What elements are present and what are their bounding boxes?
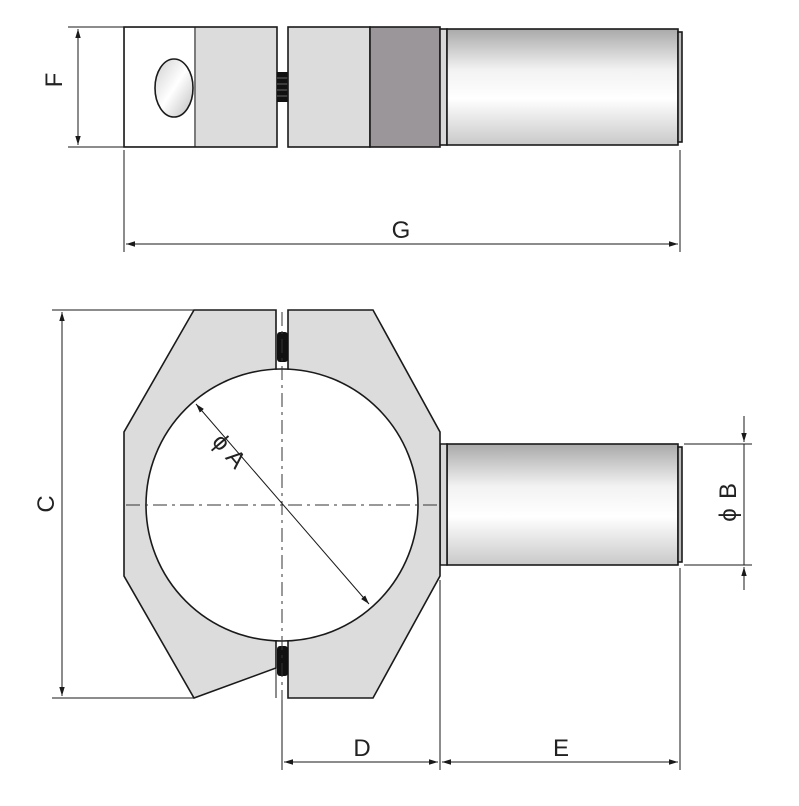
dimension-d: D bbox=[281, 580, 441, 770]
dimension-label-b-symbol: ϕ bbox=[715, 508, 742, 521]
dimension-g: G bbox=[123, 150, 681, 252]
dimension-label-e: E bbox=[553, 735, 569, 762]
front-view bbox=[123, 309, 683, 700]
top-clamp-screw bbox=[277, 72, 288, 102]
top-clamp-half-right bbox=[287, 26, 371, 148]
top-collar-band bbox=[369, 26, 441, 148]
top-bore-hole bbox=[154, 58, 194, 118]
dimension-b: ϕ B bbox=[684, 416, 752, 590]
front-shaft bbox=[446, 443, 679, 566]
dimension-e: E bbox=[442, 568, 681, 770]
front-screw-bottom bbox=[277, 646, 288, 676]
dimension-label-c: C bbox=[33, 495, 60, 512]
dimension-label-b: B bbox=[715, 483, 742, 499]
dimension-c: C bbox=[33, 309, 194, 699]
dimension-label-g: G bbox=[392, 217, 411, 244]
top-shaft bbox=[446, 28, 679, 146]
top-view bbox=[123, 26, 683, 148]
dimension-label-d: D bbox=[353, 735, 370, 762]
dimension-f: F bbox=[41, 26, 124, 148]
dimension-label-f: F bbox=[41, 73, 68, 88]
